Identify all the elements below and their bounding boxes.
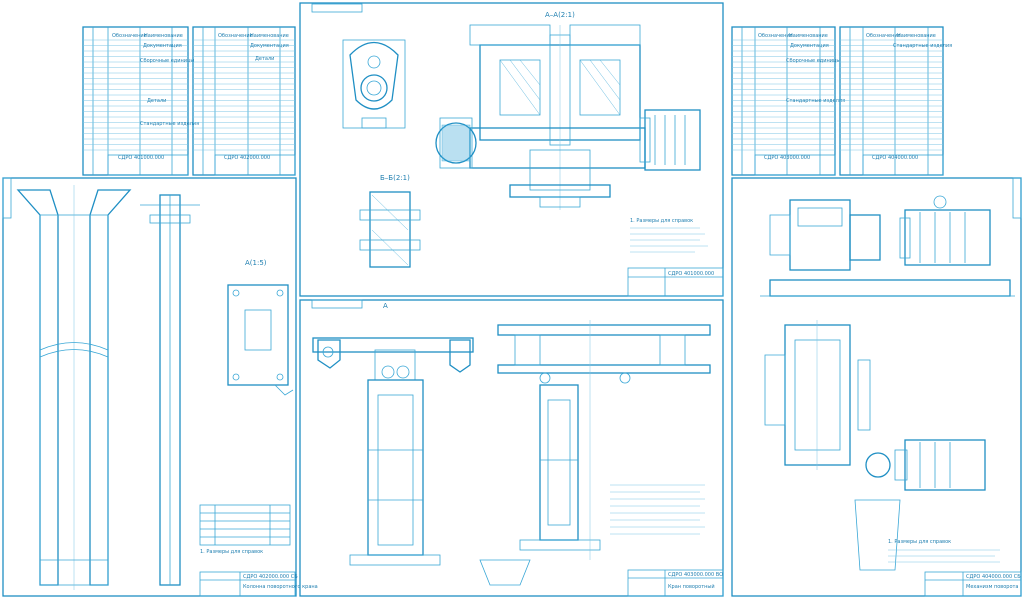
trolley-view-title: А — [383, 302, 388, 310]
section-b-title: Б–Б(2:1) — [380, 174, 410, 182]
spec-2-stamp: СДРО 402000.000 — [224, 155, 270, 161]
spec-2-parts: Детали — [255, 56, 274, 62]
column-sheet: А(1:5) 1. Размеры для справок СДРО 40200… — [2, 177, 318, 597]
gearbox-section-sheet: А–А(2:1) Б– — [299, 2, 724, 297]
spec-3-col: Обозначение — [758, 33, 793, 39]
spec-1-std: Стандартные изделия — [140, 121, 199, 127]
spec-sheet-4: СДРО 404000.000 Обозначение Наименование… — [839, 26, 952, 176]
spec-2-col2: Наименование — [250, 33, 289, 39]
trolley-stamp-caption: Кран поворотный — [668, 583, 715, 590]
gearbox-stamp: СДРО 401000.000 — [668, 271, 714, 277]
spec-2-doc: Документация — [250, 43, 289, 49]
column-detail-title: А(1:5) — [245, 259, 267, 267]
spec-sheet-2: СДРО 402000.000 Обозначение Наименование… — [192, 26, 296, 176]
spec-1-col-name: Обозначение — [112, 33, 147, 39]
column-notes: 1. Размеры для справок — [200, 549, 263, 555]
drive-notes: 1. Размеры для справок — [888, 539, 951, 545]
section-a-title: А–А(2:1) — [545, 11, 575, 19]
column-stamp: СДРО 402000.000 СБ — [243, 574, 298, 580]
drive-stamp: СДРО 404000.000 СБ — [966, 574, 1021, 580]
spec-3-asm: Сборочные единицы — [786, 58, 840, 64]
spec-4-col: Обозначение — [866, 33, 901, 39]
spec-4-col2: Наименование — [897, 33, 936, 39]
spec-1-asm: Сборочные единицы — [140, 58, 194, 64]
spec-1-col-name2: Наименование — [144, 33, 183, 39]
trolley-stamp: СДРО 403000.000 ВО — [668, 572, 723, 578]
spec-sheet-3: СДРО 403000.000 Обозначение Наименование… — [731, 26, 845, 176]
spec-4-stamp: СДРО 404000.000 — [872, 155, 918, 161]
spec-1-stamp: СДРО 401000.000 — [118, 155, 164, 161]
spec-2-col: Обозначение — [218, 33, 253, 39]
spec-4-std: Стандартные изделия — [893, 43, 952, 49]
drive-sheet: 1. Размеры для справок СДРО 404000.000 С… — [731, 177, 1022, 597]
gearbox-notes: 1. Размеры для справок — [630, 218, 693, 224]
spec-3-doc: Документация — [790, 43, 829, 49]
spec-3-stamp: СДРО 403000.000 — [764, 155, 810, 161]
trolley-sheet: А — [299, 299, 724, 597]
drive-stamp-caption: Механизм поворота — [966, 584, 1019, 590]
column-stamp-caption: Колонна поворотного крана — [243, 584, 318, 590]
spec-1-parts: Детали — [147, 98, 166, 104]
spec-3-std: Стандартные изделия — [786, 98, 845, 104]
spec-sheet-1: СДРО 401000.000 Обозначение Наименование… — [82, 26, 199, 176]
spec-3-col2: Наименование — [789, 33, 828, 39]
spec-1-doc: Документация — [143, 43, 182, 49]
